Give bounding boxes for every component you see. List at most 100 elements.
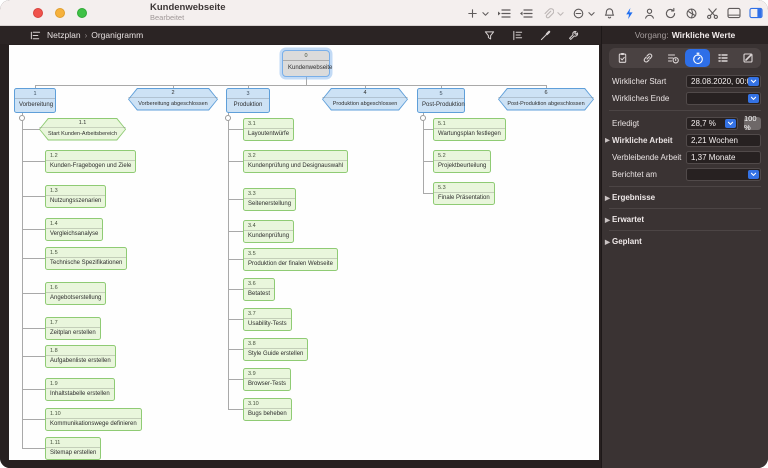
notifications-bell-icon[interactable] bbox=[603, 7, 616, 20]
completed-field[interactable]: 28,7 % bbox=[686, 116, 738, 130]
activity-icon[interactable] bbox=[685, 7, 698, 20]
chevron-down-icon[interactable] bbox=[588, 10, 595, 17]
chevron-down-icon[interactable] bbox=[557, 10, 564, 17]
date-picker-dropdown-button[interactable] bbox=[748, 76, 759, 86]
tab-links-chain-icon[interactable] bbox=[635, 49, 660, 67]
cut-scissors-icon[interactable] bbox=[706, 7, 719, 20]
date-picker-dropdown-button[interactable] bbox=[748, 169, 759, 179]
node-number: 1.6 bbox=[46, 283, 106, 293]
sync-icon[interactable] bbox=[664, 7, 677, 20]
actual-work-field[interactable]: 2,21 Wochen bbox=[686, 133, 761, 147]
indent-icon[interactable] bbox=[497, 7, 511, 20]
format-style-icon[interactable] bbox=[512, 30, 523, 41]
collapse-handle[interactable] bbox=[19, 115, 25, 121]
paintbrush-icon[interactable] bbox=[540, 30, 551, 41]
section-ergebnisse[interactable]: ▶ Ergebnisse bbox=[605, 193, 761, 202]
connector-line bbox=[546, 85, 547, 88]
section-label: Erwartet bbox=[612, 215, 645, 224]
attach-icon[interactable] bbox=[541, 7, 554, 20]
tab-resources-list-icon[interactable] bbox=[660, 49, 685, 67]
flash-icon[interactable] bbox=[624, 7, 635, 20]
tab-time-stopwatch-icon[interactable] bbox=[685, 49, 710, 67]
disclosure-triangle-icon[interactable]: ▶ bbox=[605, 194, 610, 202]
add-icon[interactable] bbox=[466, 7, 479, 20]
context-value[interactable]: Wirkliche Werte bbox=[671, 30, 736, 40]
connector-line bbox=[22, 419, 45, 420]
node-label: Produktion abgeschlossen bbox=[332, 100, 398, 107]
breadcrumb-page[interactable]: Organigramm bbox=[91, 30, 144, 40]
remaining-work-field[interactable]: 1,37 Monate bbox=[686, 150, 761, 164]
collapse-handle[interactable] bbox=[225, 115, 231, 121]
section-erwartet[interactable]: ▶ Erwartet bbox=[605, 215, 761, 224]
actual-end-field[interactable] bbox=[686, 91, 761, 105]
chevron-down-icon[interactable] bbox=[482, 10, 489, 17]
connector-line bbox=[228, 121, 229, 409]
date-picker-dropdown-button[interactable] bbox=[748, 93, 759, 103]
connector-line bbox=[228, 129, 243, 130]
wrench-icon[interactable] bbox=[568, 30, 579, 41]
panel-right-icon[interactable] bbox=[749, 7, 763, 19]
actual-start-field[interactable]: 28.08.2020, 00:00 bbox=[686, 74, 761, 88]
disclosure-triangle-icon[interactable]: ▶ bbox=[605, 216, 610, 224]
tab-notes-pencil-icon[interactable] bbox=[735, 49, 760, 67]
tab-fields-list-icon[interactable] bbox=[710, 49, 735, 67]
connector-line bbox=[22, 448, 45, 449]
breadcrumb-separator: › bbox=[84, 30, 88, 40]
section-geplant[interactable]: ▶ Geplant bbox=[605, 237, 761, 246]
set-100-percent-button[interactable]: 100 % bbox=[744, 114, 761, 132]
disclosure-triangle-icon[interactable]: ▶ bbox=[605, 238, 610, 246]
filter-funnel-icon[interactable] bbox=[484, 30, 495, 41]
close-window-button[interactable] bbox=[33, 8, 43, 18]
zoom-window-button[interactable] bbox=[77, 8, 87, 18]
connector-line bbox=[423, 129, 433, 130]
person-icon[interactable] bbox=[643, 7, 656, 20]
tab-info-clipboard-icon[interactable] bbox=[610, 49, 635, 67]
minimize-window-button[interactable] bbox=[55, 8, 65, 18]
node-label: Wartungsplan festlegen bbox=[438, 131, 501, 137]
reported-on-field[interactable] bbox=[686, 167, 761, 181]
divider bbox=[609, 186, 761, 187]
collapse-handle[interactable] bbox=[420, 115, 426, 121]
field-row-actual-end: Wirkliches Ende bbox=[612, 91, 761, 105]
node-number: 3.4 bbox=[244, 221, 294, 231]
breadcrumb-view[interactable]: Netzplan bbox=[47, 30, 81, 40]
completed-dropdown-button[interactable] bbox=[725, 118, 736, 128]
panel-bottom-icon[interactable] bbox=[727, 7, 741, 19]
disclosure-triangle-icon[interactable]: ▶ bbox=[605, 137, 610, 144]
remove-circle-icon[interactable] bbox=[572, 7, 585, 20]
outdent-icon[interactable] bbox=[519, 7, 533, 20]
node-number: 6 bbox=[498, 88, 594, 98]
